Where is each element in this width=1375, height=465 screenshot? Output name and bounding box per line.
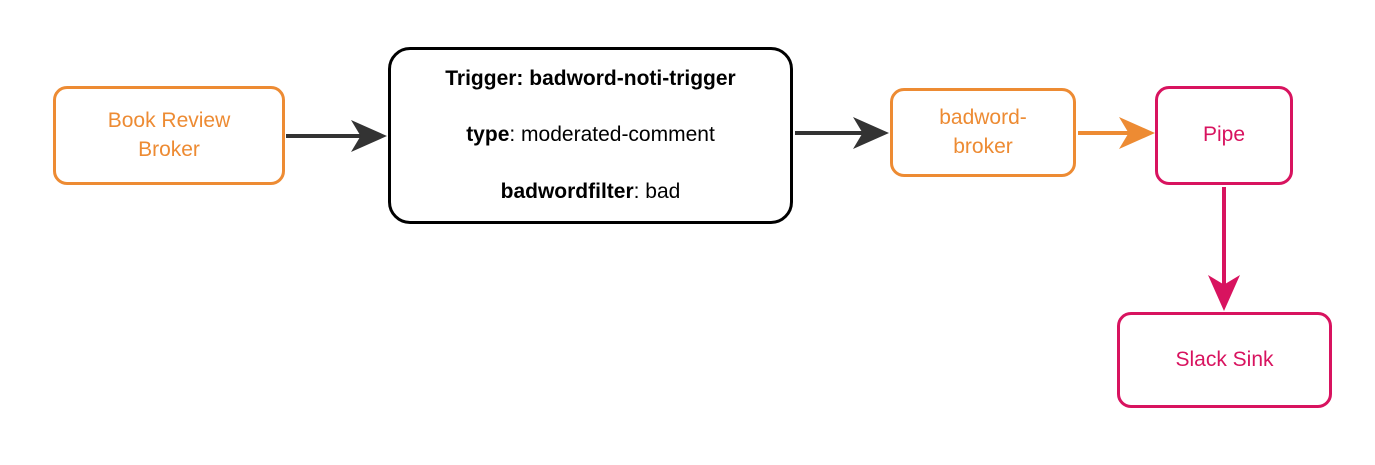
trigger-line-filter: badwordfilter: bad — [445, 178, 735, 206]
node-badword-broker-label: badword- broker — [939, 106, 1027, 158]
node-badword-broker[interactable]: badword- broker — [890, 88, 1076, 177]
trigger-line-type: type: moderated-comment — [445, 121, 735, 149]
trigger-line-name: Trigger: badword-noti-trigger — [445, 65, 735, 93]
node-book-review-broker[interactable]: Book Review Broker — [53, 86, 285, 185]
node-slack-sink[interactable]: Slack Sink — [1117, 312, 1332, 408]
trigger-line-type-normal: : moderated-comment — [509, 123, 715, 147]
trigger-line-type-bold: type — [466, 123, 510, 147]
node-pipe[interactable]: Pipe — [1155, 86, 1293, 185]
trigger-line-filter-bold: badwordfilter — [500, 180, 634, 204]
node-pipe-label: Pipe — [1202, 123, 1246, 147]
node-trigger[interactable]: Trigger: badword-noti-trigger type: mode… — [388, 47, 793, 224]
node-book-review-broker-label: Book Review Broker — [107, 109, 231, 161]
node-trigger-label: Trigger: badword-noti-trigger type: mode… — [445, 36, 735, 234]
trigger-line-filter-normal: : bad — [633, 180, 681, 204]
trigger-line-name-bold: Trigger: badword-noti-trigger — [445, 66, 736, 90]
node-slack-sink-label: Slack Sink — [1175, 347, 1274, 371]
